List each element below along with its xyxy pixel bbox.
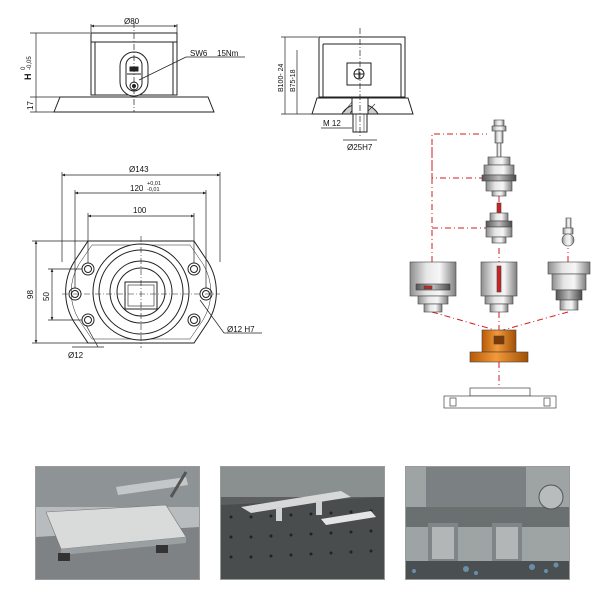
front-torque-label: 15Nm [217,49,239,58]
front-h-label: H [23,74,33,81]
top-dia12-label: Ø12 [68,351,84,360]
front-h-tol-upper: 0 [21,66,27,70]
front-sw-label: SW6 [190,49,208,58]
front-view [53,22,215,113]
front-dia80-label: Ø80 [124,17,140,26]
photo-perforated-table [220,466,385,580]
top-dim120-tol-upper: +0,01 [147,181,161,187]
top-dim120-label: 120 [130,184,144,193]
side-view [311,28,414,138]
top-dim120-tol-lower: -0,01 [147,187,160,193]
side-view-dimensions [281,36,377,141]
top-dim98-label: 98 [26,290,35,299]
front-height-label: 17 [26,101,35,110]
top-dim100-label: 100 [133,206,147,215]
side-b75-label: B75-18 [290,69,297,92]
side-m12-label: M 12 [323,119,341,128]
machining-photo-art [406,467,569,579]
side-b100-label: B100- 24 [278,63,285,92]
front-view-dimensions [30,24,245,113]
photo-vise-on-pallet [35,466,200,580]
top-view-dimensions [32,172,262,348]
photo-machining-clamps [405,466,570,580]
top-dia143-label: Ø143 [129,165,149,174]
assembly-parts [409,119,591,409]
table-photo-art [221,467,384,579]
top-dim50-label: 50 [42,292,51,301]
side-dia25-label: Ø25H7 [347,143,373,152]
top-dia12h7-label: Ø12 H7 [227,325,255,334]
top-view [62,236,220,348]
vise-photo-art [36,467,199,579]
front-h-tol-lower: -0,05 [27,56,33,70]
